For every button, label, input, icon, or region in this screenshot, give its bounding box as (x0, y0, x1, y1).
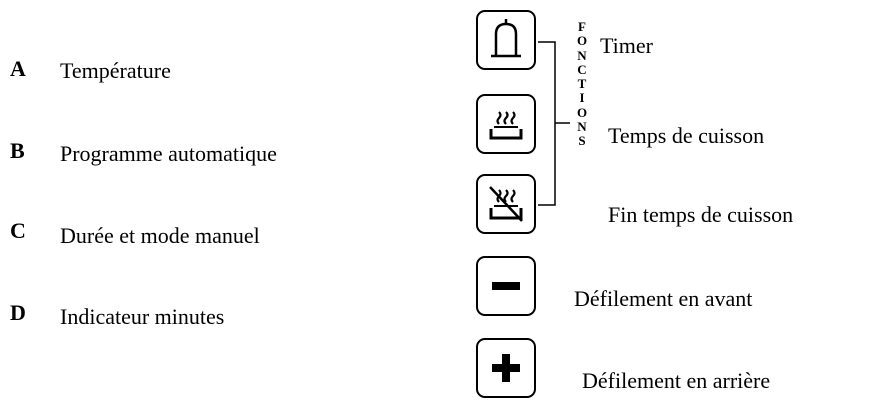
minus-button[interactable] (476, 256, 536, 316)
end-cooking-time-label: Fin temps de cuisson (608, 202, 794, 227)
timer-label: Timer (600, 33, 653, 58)
functions-letter: O (576, 104, 588, 120)
minus-icon (492, 282, 520, 290)
plus-button[interactable] (476, 338, 536, 398)
functions-vertical-label: F O N C T I O N S (572, 19, 592, 149)
functions-letter: I (579, 90, 585, 106)
functions-letter: N (577, 119, 587, 135)
plus-label: Défilement en arrière (582, 368, 771, 393)
legend-letter-c: C (10, 218, 26, 243)
legend-label-a: Température (60, 58, 171, 83)
functions-letter: S (578, 133, 586, 149)
bell-icon (491, 19, 521, 58)
legend-label-d: Indicateur minutes (60, 304, 225, 329)
plus-icon (492, 354, 520, 382)
timer-button[interactable] (476, 10, 536, 70)
cooking-time-button[interactable] (476, 94, 536, 154)
functions-letter: N (577, 47, 587, 63)
functions-letter: F (578, 19, 586, 34)
minus-label: Défilement en avant (574, 286, 753, 311)
cooking-time-icon (489, 111, 523, 140)
end-cooking-time-button[interactable] (476, 174, 536, 234)
functions-letter: O (576, 33, 588, 49)
cooking-time-label: Temps de cuisson (608, 123, 765, 148)
functions-letter: C (577, 61, 587, 77)
functions-letter: T (577, 76, 587, 92)
legend-letter-d: D (10, 300, 26, 325)
legend-label-b: Programme automatique (60, 141, 277, 166)
legend-letter-a: A (10, 56, 26, 81)
legend-letter-b: B (10, 138, 25, 163)
end-cooking-time-icon (489, 186, 523, 222)
legend-label-c: Durée et mode manuel (60, 223, 260, 248)
